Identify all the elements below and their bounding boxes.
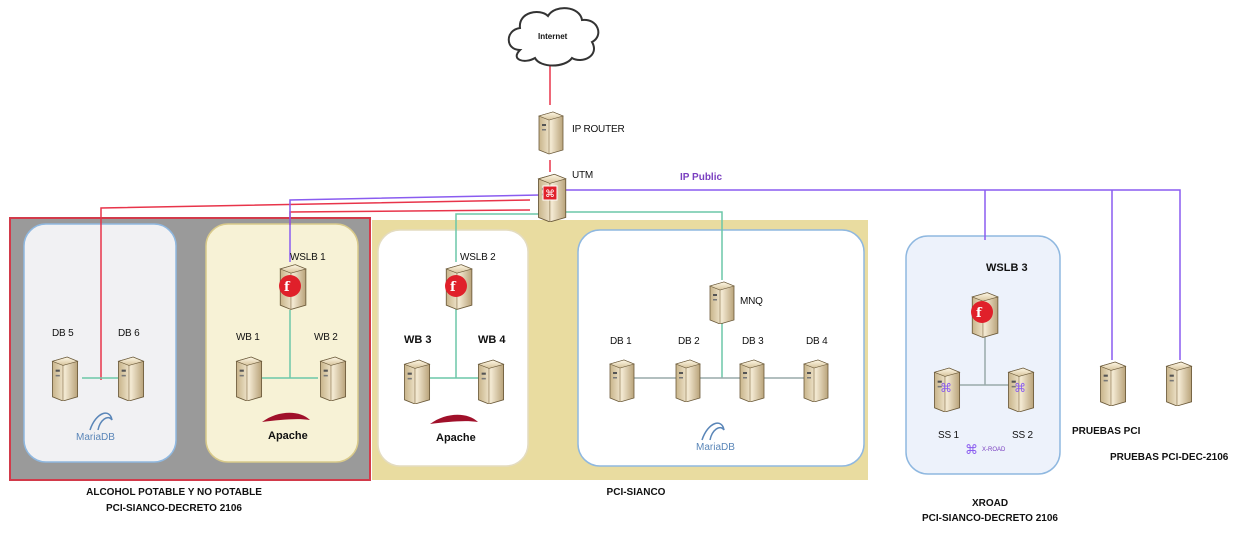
svg-text:⌘: ⌘: [1014, 381, 1026, 395]
ip-public-label: IP Public: [680, 172, 723, 183]
svg-text:f: f: [976, 306, 983, 321]
mariadb-logo-icon: [89, 412, 725, 441]
svg-text:f: f: [450, 280, 457, 295]
link-utm-mnq: [560, 211, 723, 280]
link-utm-wslb1: [289, 194, 541, 262]
link-utm-wslb2: [455, 213, 540, 262]
db6-label: DB 6: [118, 328, 140, 339]
link-ip-public: [566, 189, 1181, 360]
apache-logo-alcohol: Apache: [268, 430, 308, 442]
wslb3-label: WSLB 3: [986, 262, 1028, 274]
svg-text:⌘: ⌘: [545, 189, 555, 200]
db1-label: DB 1: [610, 336, 632, 347]
wb3-label: WB 3: [404, 334, 432, 346]
caption-xroad-line2: PCI-SIANCO-DECRETO 2106: [922, 513, 1058, 524]
ss1-label: SS 1: [938, 430, 959, 441]
caption-pci-sianco: PCI-SIANCO: [606, 487, 666, 498]
db5-server-icon: [51, 356, 79, 401]
wb4-label: WB 4: [478, 334, 506, 346]
db4-label: DB 4: [806, 336, 828, 347]
panel-web-alcohol: [205, 223, 359, 463]
xroad-logo-icon: ⌘: [965, 442, 978, 457]
wslb2-label: WSLB 2: [460, 252, 496, 263]
db4-server-icon: [803, 359, 829, 402]
link-utm-db5: [100, 199, 531, 380]
pruebas-pci-label: PRUEBAS PCI: [1072, 426, 1141, 437]
mnq-label: MNQ: [740, 296, 763, 307]
wslb2-loadbalancer-icon: f: [445, 264, 473, 310]
pruebas-pci-dec-server-icon: [1165, 361, 1193, 406]
db3-server-icon: [739, 359, 765, 402]
wb3-server-icon: [403, 359, 431, 404]
mariadb-logo-sianco: MariaDB: [696, 442, 735, 453]
pruebas-pci-dec-label: PRUEBAS PCI-DEC-2106: [1110, 452, 1229, 463]
db6-server-icon: [117, 356, 145, 401]
wb2-server-icon: [319, 356, 347, 401]
wb1-label: WB 1: [236, 332, 260, 343]
wslb1-label: WSLB 1: [290, 252, 326, 263]
wb1-server-icon: [235, 356, 263, 401]
wslb3-loadbalancer-icon: f: [971, 292, 999, 338]
db2-server-icon: [675, 359, 701, 402]
mnq-server-icon: [709, 281, 735, 324]
caption-xroad-line1: XROAD: [971, 498, 1009, 509]
db3-label: DB 3: [742, 336, 764, 347]
svg-text:f: f: [284, 280, 291, 295]
panel-xroad: [905, 235, 1061, 475]
mariadb-logo-alcohol: MariaDB: [76, 432, 115, 443]
wslb1-loadbalancer-icon: f: [279, 264, 307, 310]
db5-label: DB 5: [52, 328, 74, 339]
internet-cloud-icon: [507, 7, 600, 67]
utm-label: UTM: [572, 170, 594, 181]
svg-text:⌘: ⌘: [940, 381, 952, 395]
db1-server-icon: [609, 359, 635, 402]
caption-alcohol-line1: ALCOHOL POTABLE Y NO POTABLE: [86, 487, 262, 498]
panel-db-alcohol: [23, 223, 177, 463]
apache-feather-icon: [262, 412, 478, 424]
caption-alcohol-line2: PCI-SIANCO-DECRETO 2106: [106, 503, 242, 514]
router-icon: [538, 111, 564, 155]
pruebas-pci-server-icon: [1099, 361, 1127, 406]
wb2-label: WB 2: [314, 332, 338, 343]
panel-db-sianco: [577, 229, 865, 467]
wb4-server-icon: [477, 359, 505, 404]
router-label: IP ROUTER: [572, 124, 625, 135]
panel-web-sianco: [377, 229, 529, 467]
internet-label: Internet: [538, 32, 568, 41]
apache-logo-sianco: Apache: [436, 432, 476, 444]
utm-firewall-icon: ⌘: [537, 173, 567, 222]
xroad-logo-label: X-ROAD: [982, 447, 1006, 453]
ss2-label: SS 2: [1012, 430, 1033, 441]
db2-label: DB 2: [678, 336, 700, 347]
